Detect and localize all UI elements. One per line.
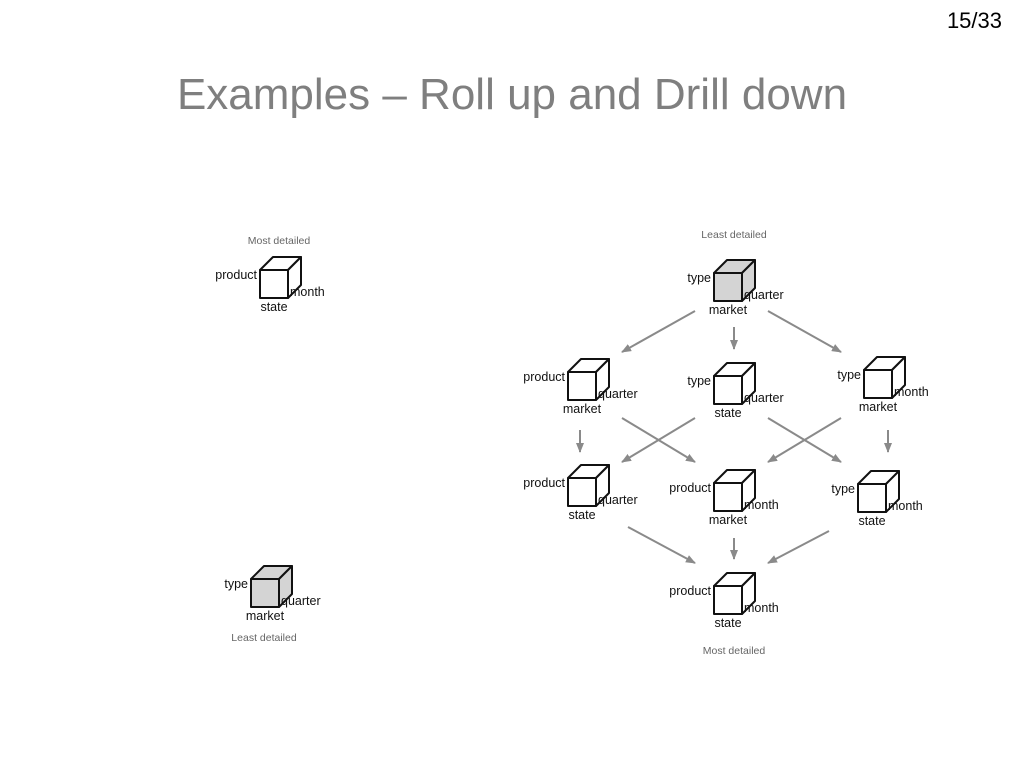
lattice-top-caption: Least detailed xyxy=(701,229,767,241)
cube-front-face xyxy=(713,482,743,512)
cube-bottom-label: market xyxy=(563,402,602,416)
roll-up-arrow xyxy=(621,310,696,353)
cube-bottom-label: state xyxy=(714,616,741,630)
roll-up-arrow xyxy=(621,417,696,463)
cube-left-label: product xyxy=(523,476,565,490)
cube-bottom-label: state xyxy=(568,508,595,522)
cube-right-label: quarter xyxy=(744,288,784,302)
cube-right-label: quarter xyxy=(598,387,638,401)
cube-right-label: quarter xyxy=(598,493,638,507)
cube-bottom-label: market xyxy=(246,609,285,623)
cube-bottom-label: market xyxy=(709,303,748,317)
cube-left-label: product xyxy=(669,481,711,495)
cube-bottom-label: market xyxy=(709,513,748,527)
lattice-bottom-caption: Most detailed xyxy=(703,645,766,657)
slide-title: Examples – Roll up and Drill down xyxy=(176,70,848,119)
cube-front-face xyxy=(250,578,280,608)
cube-left-label: type xyxy=(687,374,711,388)
cube-left-label: product xyxy=(215,268,257,282)
cube-left-label: type xyxy=(224,577,248,591)
cube-front-face xyxy=(857,483,887,513)
cube-front-face xyxy=(713,272,743,302)
cube-right-label: month xyxy=(744,601,779,615)
cube-front-face xyxy=(567,371,597,401)
cube-front-face xyxy=(713,585,743,615)
cube-bottom-label: state xyxy=(260,300,287,314)
cube-right-label: month xyxy=(888,499,923,513)
cube-nodes: productstatemonthtypemarketquartertypema… xyxy=(215,256,929,630)
cube-right-label: month xyxy=(894,385,929,399)
cube-bottom-label: market xyxy=(859,400,898,414)
cube-bottom-label: state xyxy=(714,406,741,420)
page-number: 15/33 xyxy=(946,8,1002,33)
cube-front-face xyxy=(863,369,893,399)
lattice-edges xyxy=(576,310,892,564)
roll-up-arrow xyxy=(767,310,842,353)
cube-bottom-label: state xyxy=(858,514,885,528)
cube-front-face xyxy=(567,477,597,507)
cube-left-label: type xyxy=(837,368,861,382)
cube-right-label: quarter xyxy=(744,391,784,405)
cube-left-label: type xyxy=(831,482,855,496)
cube-front-face xyxy=(713,375,743,405)
roll-up-arrow xyxy=(627,526,696,564)
cube-right-label: quarter xyxy=(281,594,321,608)
cube-left-label: type xyxy=(687,271,711,285)
roll-up-arrow xyxy=(767,530,830,564)
left-top-caption: Most detailed xyxy=(248,235,311,247)
cube-right-label: month xyxy=(744,498,779,512)
roll-up-arrow xyxy=(767,417,842,463)
cube-left-label: product xyxy=(523,370,565,384)
cube-front-face xyxy=(259,269,289,299)
left-bottom-caption: Least detailed xyxy=(231,632,297,644)
cube-right-label: month xyxy=(290,285,325,299)
cube-left-label: product xyxy=(669,584,711,598)
